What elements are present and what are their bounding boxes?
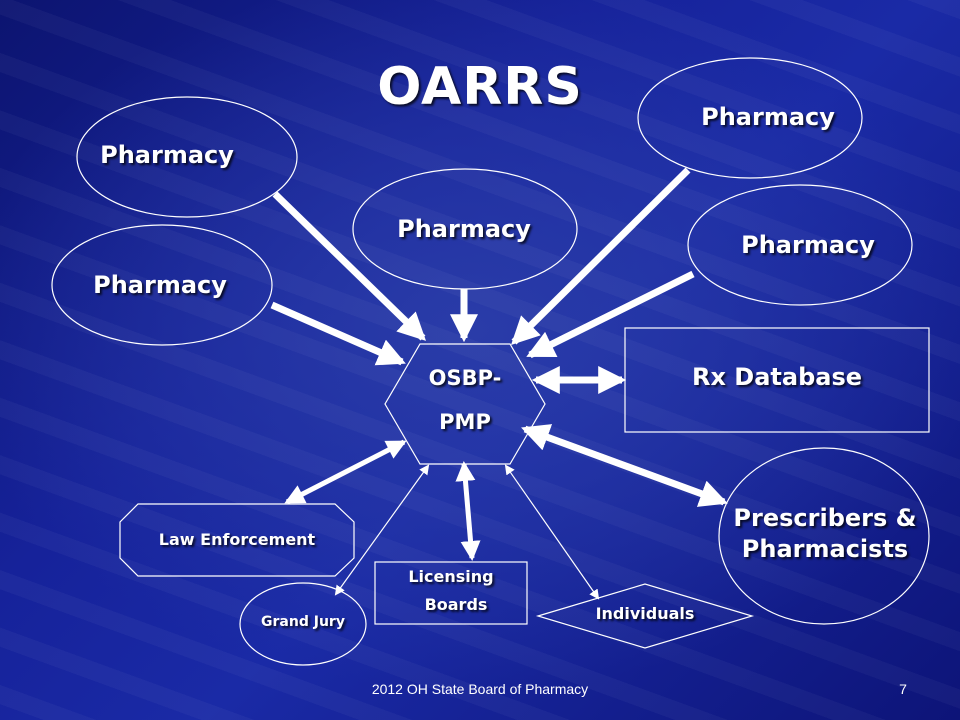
- arrow-pharmacy-1-to-hub: [272, 191, 427, 341]
- rx-database-label: Rx Database: [691, 363, 863, 391]
- prescribers-node: [718, 447, 930, 625]
- slide-number: 7: [899, 681, 907, 697]
- pharmacy-node-1: [76, 96, 298, 218]
- footer-text: 2012 OH State Board of Pharmacy: [371, 681, 589, 697]
- law-enforcement-label: Law Enforcement: [158, 530, 316, 549]
- pharmacy-node-5: [687, 184, 913, 306]
- arrow-hub-law-enforcement: [284, 439, 407, 505]
- pharmacy-label-3: Pharmacy: [397, 215, 531, 243]
- pharmacy-label-4: Pharmacy: [701, 103, 835, 131]
- arrow-hub-licensing: [455, 461, 481, 561]
- pharmacy-label-2: Pharmacy: [93, 271, 227, 299]
- grand-jury-node: [239, 582, 367, 666]
- arrow-hub-grand-jury: [334, 464, 430, 596]
- prescribers-label-line1: Prescribers &: [733, 504, 917, 532]
- hub-label-line2: PMP: [439, 410, 491, 434]
- page-title: OARRS: [377, 57, 583, 117]
- arrow-pharmacy-2-to-hub: [270, 301, 406, 366]
- pharmacy-node-4: [637, 57, 863, 179]
- licensing-label-line2: Boards: [424, 595, 488, 614]
- pharmacy-node-2: [51, 224, 273, 346]
- grand-jury-label: Grand Jury: [261, 614, 345, 630]
- licensing-label-line1: Licensing: [408, 567, 494, 586]
- individuals-label: Individuals: [595, 604, 695, 623]
- arrow-hub-individuals: [504, 464, 600, 600]
- hub-hexagon: [384, 343, 546, 465]
- pharmacy-label-1: Pharmacy: [100, 141, 234, 169]
- individuals-diamond: [535, 583, 755, 649]
- arrow-hub-prescribers: [521, 424, 728, 507]
- hub-label-line1: OSBP-: [428, 366, 502, 390]
- arrow-pharmacy-5-to-hub: [526, 270, 695, 359]
- prescribers-label-line2: Pharmacists: [741, 535, 909, 563]
- pharmacy-label-5: Pharmacy: [741, 231, 875, 259]
- arrow-pharmacy-4-to-hub: [511, 167, 691, 345]
